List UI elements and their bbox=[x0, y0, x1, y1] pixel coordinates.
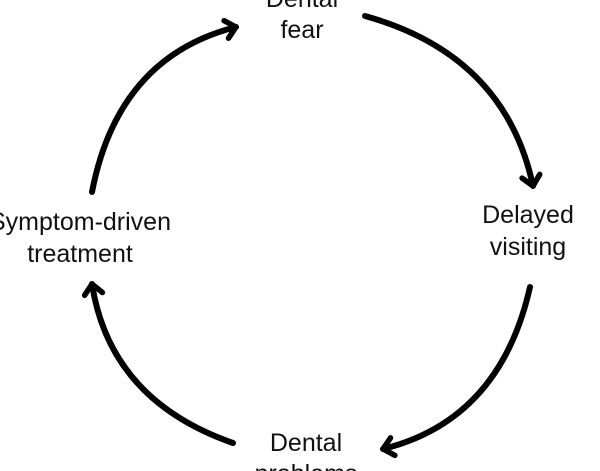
node-symptom-driven-treatment-line1: Symptom-driven bbox=[0, 208, 171, 236]
arrow-treatment-to-fear bbox=[89, 17, 239, 195]
node-symptom-driven-treatment-line2: treatment bbox=[27, 240, 133, 268]
node-dental-problems-line2: problems bbox=[255, 460, 358, 471]
arrow-problems-to-treatment bbox=[81, 281, 236, 446]
arrow-delayed-to-problems bbox=[380, 284, 533, 459]
node-delayed-visiting: Delayed visiting bbox=[482, 201, 574, 261]
node-symptom-driven-treatment: Symptom-driven treatment bbox=[0, 208, 171, 268]
node-delayed-visiting-line1: Delayed bbox=[482, 201, 574, 229]
node-dental-problems: Dental problems bbox=[255, 429, 358, 471]
node-dental-fear-line1: Dental bbox=[266, 0, 338, 13]
node-dental-fear-line2: fear bbox=[280, 16, 323, 44]
node-dental-problems-line1: Dental bbox=[270, 429, 342, 457]
node-delayed-visiting-line2: visiting bbox=[490, 233, 566, 261]
arrow-fear-to-delayed bbox=[362, 13, 543, 189]
node-dental-fear: Dental fear bbox=[266, 0, 338, 44]
